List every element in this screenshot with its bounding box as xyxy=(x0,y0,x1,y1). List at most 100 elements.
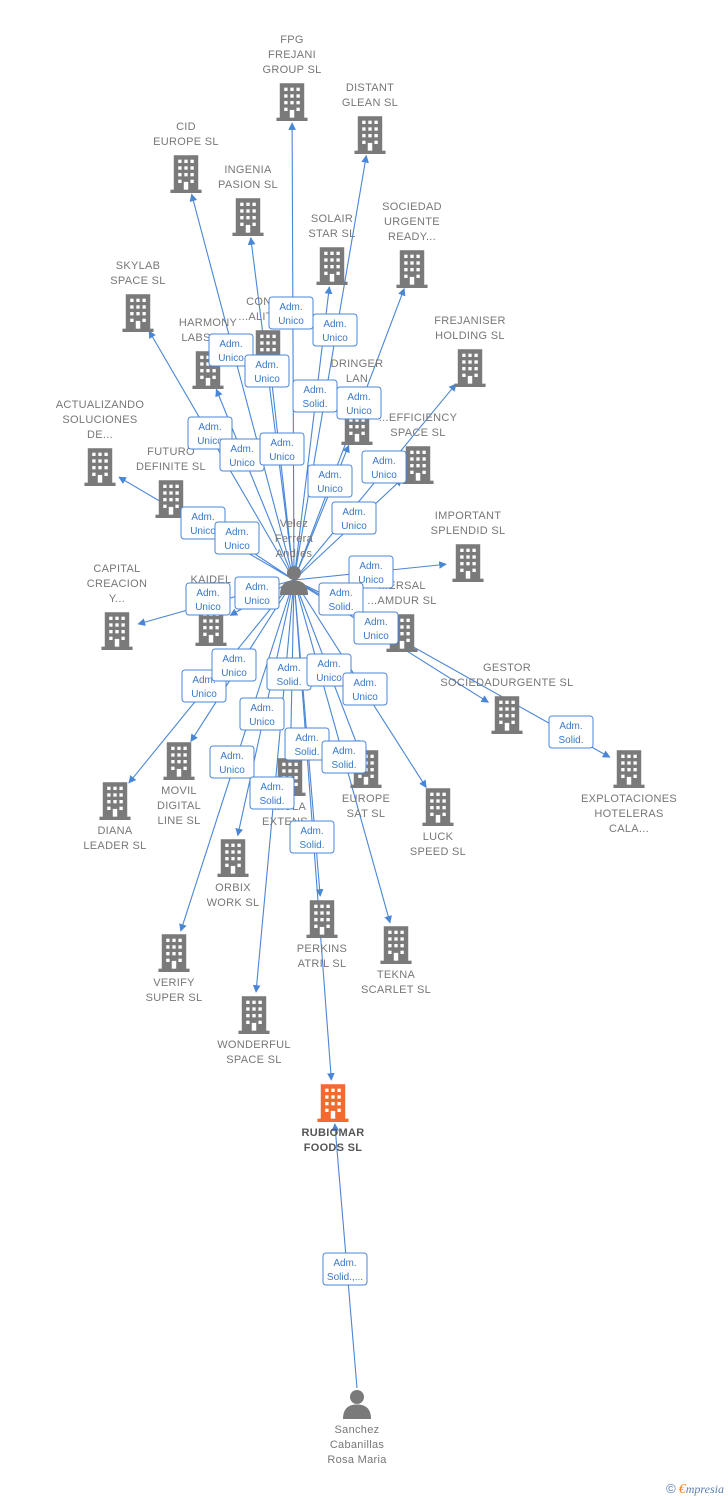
node-label: Ferrera xyxy=(275,533,314,545)
node-label: DE... xyxy=(87,429,113,441)
role-text: Unico xyxy=(352,692,378,703)
role-box-luck[interactable]: Adm.Unico xyxy=(342,672,388,706)
company-node-capital[interactable]: CAPITALCREACIONY... xyxy=(87,563,147,650)
building-icon xyxy=(232,198,264,236)
node-label: TEKNA xyxy=(377,969,416,981)
role-text: Adm. xyxy=(192,675,215,686)
node-label: SPACE SL xyxy=(110,275,165,287)
building-icon xyxy=(170,155,202,193)
role-box-europe[interactable]: Adm.Unico xyxy=(306,653,352,687)
company-node-sociedad[interactable]: SOCIEDADURGENTEREADY... xyxy=(382,201,442,288)
role-box-kaidel[interactable]: Adm.Unico xyxy=(234,576,280,610)
node-label: GLEAN SL xyxy=(342,97,398,109)
role-box-movil[interactable]: Adm.Unico xyxy=(211,648,257,682)
node-label: INGENIA xyxy=(224,164,272,176)
role-box-explotaciones[interactable]: Adm.Solid. xyxy=(548,715,594,749)
role-text: Unico xyxy=(229,458,255,469)
building-icon xyxy=(84,448,116,486)
role-text: Unico xyxy=(316,673,342,684)
node-label: EUROPE xyxy=(342,793,390,805)
building-icon xyxy=(354,116,386,154)
node-label: FREJANISER xyxy=(434,315,505,327)
role-box-harmony[interactable]: Adm.Unico xyxy=(219,438,265,472)
role-box-distant[interactable]: Adm. Unico xyxy=(312,313,358,347)
role-box-rubiomar[interactable]: Adm.Solid. xyxy=(289,820,335,854)
role-box-wonderful[interactable]: Adm.Solid. xyxy=(249,776,295,810)
role-box-cid[interactable]: Adm.Unico xyxy=(208,333,254,367)
role-text: Adm. xyxy=(219,339,242,350)
role-box-fpg[interactable]: Adm.Unico xyxy=(268,296,314,330)
role-box-orbix[interactable]: Adm.Unico xyxy=(239,697,285,731)
node-label: CAPITAL xyxy=(93,563,140,575)
role-box-capital[interactable]: Adm.Unico xyxy=(185,582,231,616)
role-box-important[interactable]: Adm.Unico xyxy=(348,555,394,589)
company-node-explotaciones[interactable]: EXPLOTACIONESHOTELERASCALA... xyxy=(581,750,677,835)
company-node-actualizando[interactable]: ACTUALIZANDOSOLUCIONESDE... xyxy=(56,399,145,486)
role-text: Solid. xyxy=(331,760,356,771)
node-label: Sanchez xyxy=(335,1424,380,1436)
role-box-frame xyxy=(361,450,407,484)
role-box-conn[interactable]: Adm.Unico xyxy=(259,432,305,466)
role-box-frame xyxy=(307,464,353,498)
node-label: SPACE SL xyxy=(390,427,445,439)
building-icon xyxy=(454,349,486,387)
role-box-gestor[interactable]: Adm.Unico xyxy=(353,611,399,645)
role-text: Unico xyxy=(224,541,250,552)
role-text: Unico xyxy=(341,521,367,532)
node-label: FUTURO xyxy=(147,446,195,458)
role-box-futuro[interactable]: Adm.Unico xyxy=(214,521,260,555)
role-text: Adm. xyxy=(323,319,346,330)
role-box-frame xyxy=(321,740,367,774)
role-text: Adm. xyxy=(303,385,326,396)
role-box-verify[interactable]: Adm.Unico xyxy=(209,745,255,779)
role-box-sanchez_rubiomar[interactable]: Adm.Solid.,... xyxy=(322,1252,368,1286)
role-text: Adm. xyxy=(279,302,302,313)
node-label: DIANA xyxy=(97,825,132,837)
node-label: ACTUALIZANDO xyxy=(56,399,145,411)
role-text: Unico xyxy=(346,406,372,417)
role-text: Adm. xyxy=(220,751,243,762)
role-box-frame xyxy=(331,501,377,535)
role-box-formula[interactable]: Adm.Solid. xyxy=(266,657,312,691)
building-icon xyxy=(317,1084,349,1122)
role-text: Unico xyxy=(363,631,389,642)
role-box-sociedad[interactable]: Adm.Unico xyxy=(336,386,382,420)
role-box-dringer[interactable]: Adm.Unico xyxy=(307,464,353,498)
role-text: Adm. xyxy=(260,782,283,793)
node-label: WORK SL xyxy=(207,897,260,909)
role-box-frejaniser[interactable]: Adm.Unico xyxy=(361,450,407,484)
node-label: READY... xyxy=(388,231,436,243)
role-box-solair[interactable]: Adm.Solid. xyxy=(292,379,338,413)
role-box-universal[interactable]: Adm.Solid. xyxy=(318,582,364,616)
role-box-perkins[interactable]: Adm.Solid. xyxy=(284,727,330,761)
role-text: Solid. xyxy=(558,735,583,746)
role-box-frame xyxy=(318,582,364,616)
role-box-efficiency[interactable]: Adm.Unico xyxy=(331,501,377,535)
role-box-ingenia[interactable]: Adm.Unico xyxy=(244,354,290,388)
role-text: Unico xyxy=(322,333,348,344)
role-box-tekna[interactable]: Adm.Solid. xyxy=(321,740,367,774)
